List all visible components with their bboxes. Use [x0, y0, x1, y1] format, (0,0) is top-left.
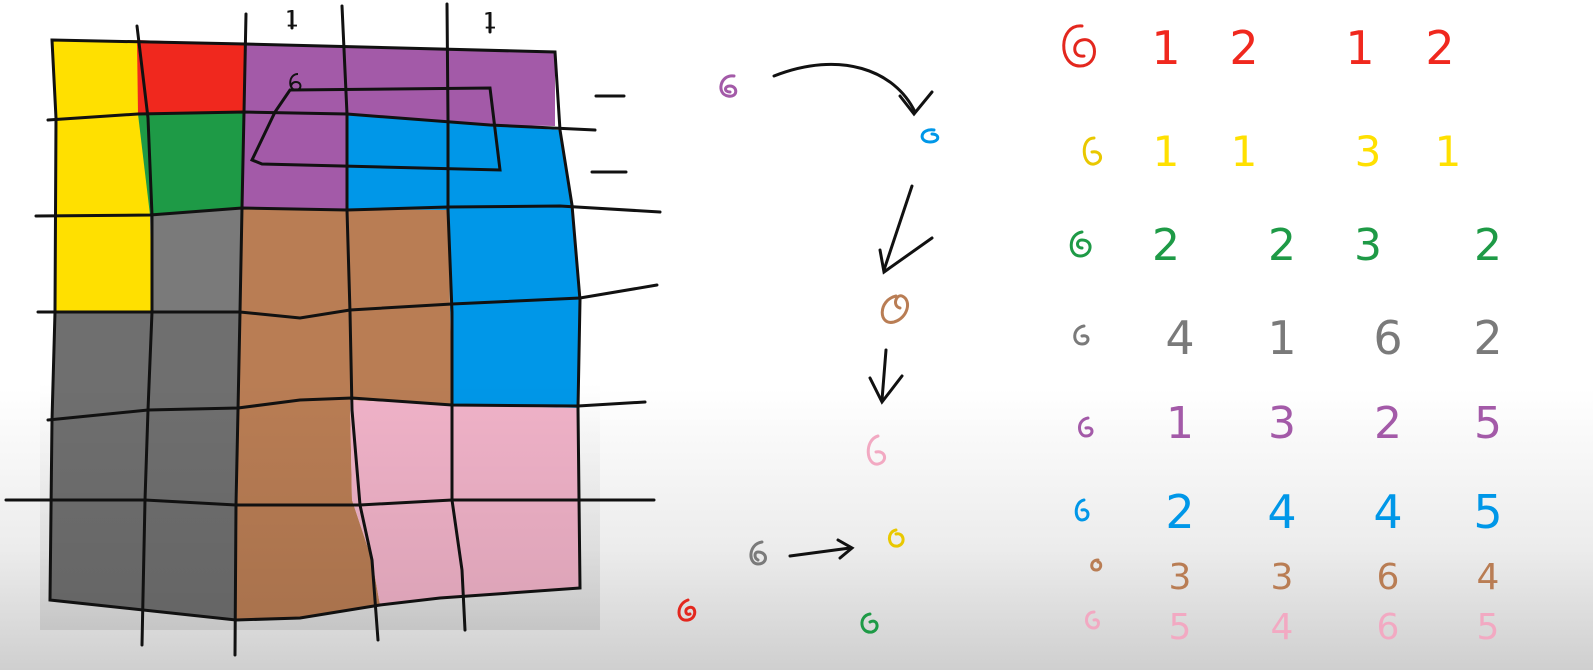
- table-cell: 4: [1267, 485, 1297, 539]
- purple-marker-icon: [719, 74, 738, 98]
- region-purple: [242, 44, 555, 210]
- table-cell: 4: [1270, 607, 1294, 648]
- table-cell: 2: [1473, 311, 1503, 365]
- arrow-brown-pink: [880, 348, 888, 402]
- red-marker-icon: [677, 598, 697, 622]
- table-cell: 6: [1376, 607, 1400, 648]
- row-marker-brown-icon: [1090, 558, 1103, 572]
- hline-2: [34, 204, 662, 218]
- brown-marker-icon: [880, 294, 910, 324]
- arrowhead-3: [868, 374, 904, 405]
- table-cell: 4: [1373, 485, 1403, 539]
- region-blue: [347, 114, 580, 408]
- hline-1: [46, 110, 597, 132]
- flow-diagram: [677, 62, 940, 634]
- table-cell: 2: [1374, 398, 1402, 449]
- table-cell: 1: [1152, 127, 1180, 176]
- region-yellow: [52, 40, 152, 312]
- table-cell: 1: [1434, 127, 1462, 176]
- row-marker-purple-icon: [1078, 416, 1094, 438]
- purple-cell-mark-icon: [289, 73, 302, 92]
- region-red: [137, 40, 245, 114]
- gray-marker-icon: [749, 540, 767, 566]
- table-cell: 5: [1474, 398, 1502, 449]
- blue-marker-icon: [920, 128, 940, 144]
- table-cell: 1: [1267, 311, 1297, 365]
- table-cell: 6: [1376, 557, 1400, 598]
- table-cell: 2: [1474, 220, 1502, 271]
- arrow-purple-blue: [772, 62, 917, 114]
- region-green: [138, 112, 244, 215]
- table-cell: 3: [1168, 557, 1192, 598]
- table-cell: 4: [1476, 557, 1500, 598]
- table-cell: 2: [1152, 220, 1180, 271]
- arrowhead-1: [898, 90, 934, 117]
- hline-4: [46, 396, 647, 422]
- table-cell: 2: [1268, 220, 1296, 271]
- row-marker-yellow-icon: [1082, 136, 1102, 166]
- table-row-markers: [1062, 24, 1103, 630]
- pink-marker-icon: [866, 434, 886, 466]
- region-gray-top: [150, 208, 242, 312]
- table-cell: 3: [1268, 398, 1296, 449]
- vline-3: [340, 4, 380, 642]
- green-marker-icon: [860, 612, 879, 634]
- row-marker-green-icon: [1069, 230, 1092, 258]
- yellow-marker-icon: [888, 528, 905, 548]
- hline-3: [36, 283, 659, 320]
- table-cell: 5: [1476, 607, 1500, 648]
- grid-outline: [48, 38, 582, 622]
- arrow-gray-yellow: [788, 546, 852, 558]
- table-cell: 2: [1425, 21, 1455, 75]
- row-marker-gray-icon: [1073, 324, 1090, 346]
- grid-lines: [4, 2, 662, 657]
- table-cell: 1: [1151, 21, 1181, 75]
- table-cell: 5: [1473, 485, 1503, 539]
- table-cell: 3: [1354, 127, 1382, 176]
- table-cell: 1: [1345, 21, 1375, 75]
- table-cell: 6: [1373, 311, 1403, 365]
- table-cell: 5: [1168, 607, 1192, 648]
- highlight-rectangle: [249, 86, 502, 172]
- hline-5: [4, 498, 656, 507]
- table-cell: 2: [1165, 485, 1195, 539]
- table-cell: 4: [1165, 311, 1195, 365]
- row-marker-red-icon: [1062, 24, 1096, 68]
- table-cell: 1: [1166, 398, 1194, 449]
- table-cell: 3: [1354, 220, 1382, 271]
- row-marker-blue-icon: [1074, 498, 1090, 522]
- vline-4: [445, 2, 467, 632]
- table-cell: 1: [1230, 127, 1258, 176]
- table-cell: 3: [1270, 557, 1294, 598]
- top-tick-label-2: 1: [483, 9, 497, 35]
- table-cell: 2: [1229, 21, 1259, 75]
- arrowhead-2: [878, 236, 934, 275]
- arrowhead-4: [836, 538, 855, 560]
- arrow-blue-brown: [882, 184, 914, 272]
- row-marker-pink-icon: [1085, 610, 1100, 630]
- top-tick-label-1: 1: [285, 7, 299, 33]
